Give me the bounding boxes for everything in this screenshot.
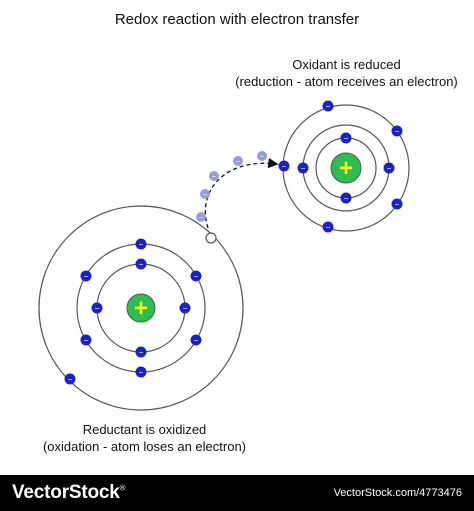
svg-text:−: − (199, 213, 204, 222)
svg-text:−: − (260, 152, 265, 161)
reductant-nucleus (126, 293, 156, 323)
oxidant-electron: − (340, 192, 352, 204)
svg-text:−: − (95, 304, 100, 313)
oxidant-nucleus (330, 152, 362, 184)
svg-text:−: − (395, 127, 400, 136)
oxidant-electron-received: − (278, 160, 290, 172)
reductant-electron: − (91, 302, 103, 314)
reductant-electron: − (80, 270, 92, 282)
reductant-caption-line1: Reductant is oxidized (82, 422, 207, 437)
reductant-atom: + − − − − − − − − − − − (38, 205, 244, 411)
oxidant-caption-line1: Oxidant is reduced (292, 57, 401, 72)
oxidant-electron: − (297, 162, 309, 174)
reductant-orbit-outer (38, 205, 244, 411)
svg-text:−: − (212, 172, 217, 181)
reductant-electron: − (190, 270, 202, 282)
oxidant-caption-line2: (reduction - atom receives an electron) (235, 74, 458, 89)
reductant-electron: − (135, 238, 147, 250)
transfer-arrow (204, 157, 279, 229)
reductant-electrons: − − − − − − − − − − − (64, 238, 202, 385)
electron-transfer-trail: − − − − − (196, 151, 279, 229)
oxidant-electron: − (322, 221, 334, 233)
diagram-title: Redox reaction with electron transfer (114, 11, 360, 28)
reductant-caption: Reductant is oxidized (oxidation - atom … (22, 421, 267, 455)
brand-registered-mark: ® (119, 483, 126, 493)
brand-name: VectorStock (12, 482, 120, 503)
svg-text:−: − (236, 157, 241, 166)
svg-text:−: − (84, 336, 89, 345)
svg-text:−: − (395, 200, 400, 209)
oxidant-electrons: − − − − − − − − − (278, 100, 403, 233)
svg-text:−: − (301, 164, 306, 173)
reductant-caption-line2: (oxidation - atom loses an electron) (42, 439, 247, 454)
reductant-electron: − (135, 366, 147, 378)
footer-url: VectorStock.com/4773476 (333, 487, 462, 499)
oxidant-nucleus-sign: + (339, 155, 353, 182)
svg-text:−: − (183, 304, 188, 313)
oxidant-electron: − (322, 100, 334, 112)
moving-electron: − (209, 171, 219, 181)
svg-text:−: − (282, 162, 287, 171)
svg-text:−: − (139, 348, 144, 357)
reductant-electron: − (64, 373, 76, 385)
svg-text:−: − (139, 368, 144, 377)
redox-diagram: + − − − − − − − − − − − − − − − − + (38, 100, 410, 411)
moving-electron: − (257, 151, 267, 161)
svg-text:−: − (139, 240, 144, 249)
reductant-electron: − (80, 334, 92, 346)
oxidant-electron: − (391, 125, 403, 137)
footer-bar: VectorStock® VectorStock.com/4773476 (0, 475, 474, 511)
svg-text:−: − (139, 260, 144, 269)
svg-text:−: − (326, 223, 331, 232)
reductant-electron: − (135, 258, 147, 270)
svg-text:−: − (326, 102, 331, 111)
svg-text:−: − (344, 134, 349, 143)
svg-text:−: − (387, 164, 392, 173)
oxidant-atom: + − − − − − − − − − (278, 100, 410, 233)
svg-text:−: − (203, 190, 208, 199)
reductant-electron: − (190, 334, 202, 346)
oxidant-caption: Oxidant is reduced (reduction - atom rec… (224, 56, 469, 90)
reductant-electron: − (135, 346, 147, 358)
vectorstock-logo: VectorStock® (12, 482, 126, 504)
svg-text:−: − (68, 375, 73, 384)
svg-text:−: − (84, 272, 89, 281)
reductant-nucleus-sign: + (134, 295, 148, 322)
moving-electron: − (196, 212, 206, 222)
moving-electron: − (200, 189, 210, 199)
svg-text:−: − (194, 272, 199, 281)
reductant-electron: − (179, 302, 191, 314)
vacated-electron-position (205, 232, 217, 244)
svg-text:−: − (194, 336, 199, 345)
oxidant-electron: − (340, 132, 352, 144)
oxidant-electron: − (383, 162, 395, 174)
oxidant-electron: − (391, 198, 403, 210)
moving-electron: − (233, 156, 243, 166)
svg-text:−: − (344, 194, 349, 203)
